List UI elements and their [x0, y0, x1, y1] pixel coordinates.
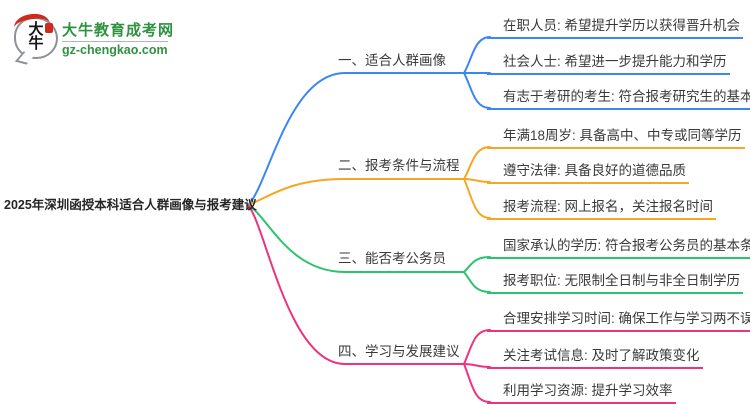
leaf-node: 有志于考研的考生: 符合报考研究生的基本条件 — [487, 87, 750, 110]
leaf-node: 国家承认的学历: 符合报考公务员的基本条件 — [487, 236, 750, 259]
leaf-node: 社会人士: 希望进一步提升能力和学历 — [487, 52, 730, 75]
branch-4-label: 四、学习与发展建议 — [338, 344, 460, 359]
branch-1-label: 一、适合人群画像 — [338, 53, 446, 68]
leaf-node: 年满18周岁: 具备高中、中专或同等学历 — [487, 126, 745, 149]
leaf-node: 利用学习资源: 提升学习效率 — [487, 381, 676, 404]
branch-3-label: 三、能否考公务员 — [338, 251, 446, 266]
logo-bubble-text: 大 牛 — [28, 22, 44, 52]
site-logo[interactable]: 大 牛 大牛教育成考网 gz-chengkao.com — [12, 11, 183, 65]
root-node: 2025年深圳函授本科适合人群画像与报考建议 — [4, 198, 257, 212]
leaf-node: 报考职位: 无限制全日制与非全日制学历 — [487, 271, 744, 294]
leaf-node: 关注考试信息: 及时了解政策变化 — [487, 346, 703, 369]
branch-2-label: 二、报考条件与流程 — [338, 158, 460, 173]
logo-divider — [62, 41, 168, 42]
leaf-node: 合理安排学习时间: 确保工作与学习两不误 — [487, 309, 750, 332]
leaf-node: 遵守法律: 具备良好的道德品质 — [487, 161, 690, 184]
site-url: gz-chengkao.com — [62, 43, 168, 57]
leaf-node: 报考流程: 网上报名，关注报名时间 — [487, 197, 717, 220]
site-name: 大牛教育成考网 — [62, 22, 175, 39]
logo-red-seal-icon — [45, 23, 53, 33]
logo-bubble-tail — [14, 51, 36, 65]
logo-bubble-icon: 大 牛 — [12, 11, 58, 65]
leaf-node: 在职人员: 希望提升学历以获得晋升机会 — [487, 16, 744, 39]
